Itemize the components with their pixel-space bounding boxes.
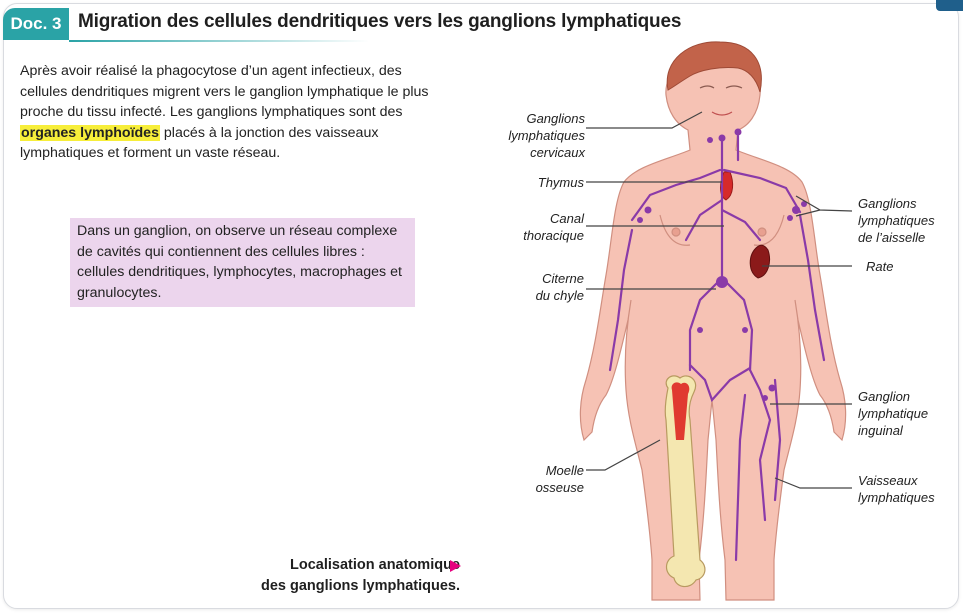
ganglion-info-box: Dans un ganglion, on observe un réseau c…: [70, 218, 415, 307]
chest: [659, 214, 785, 246]
caption-line-1: Localisation anatomique: [290, 557, 460, 573]
body-silhouette: [579, 47, 847, 601]
face: [699, 85, 743, 116]
doc-badge: Doc. 3: [3, 8, 69, 40]
title-underline: [69, 40, 369, 42]
doc-title: Migration des cellules dendritiques vers…: [78, 11, 682, 32]
label-thymus: Thymus: [537, 175, 584, 190]
intro-text-after: placés à la jonction des vaisseaux lymph…: [20, 124, 379, 162]
corner-tab: [936, 0, 963, 11]
label-ganglions-aisselle: Ganglions lymphatiques de l’aisselle: [858, 196, 935, 245]
lymphatic-network: [608, 134, 826, 562]
label-moelle-osseuse: Moelle osseuse: [535, 463, 584, 495]
label-ganglion-inguinal: Ganglion lymphatique inguinal: [858, 389, 929, 438]
femur-bone: [664, 375, 706, 588]
highlighted-term: organes lymphoïdes: [20, 124, 160, 141]
spleen: [749, 244, 771, 279]
label-ganglions-cervicaux: Ganglions lymphatiques cervicaux: [508, 111, 585, 160]
caption-line-2: des ganglions lymphatiques.: [260, 578, 460, 594]
caption-arrow-icon: [450, 560, 461, 572]
leader-lines: [586, 111, 853, 489]
figure-caption: Localisation anatomique des ganglions ly…: [220, 555, 460, 597]
label-rate: Rate: [866, 259, 894, 274]
intro-paragraph: Après avoir réalisé la phagocytose d’un …: [20, 61, 430, 164]
label-vaisseaux-lymphatiques: Vaisseaux lymphatiques: [858, 473, 935, 505]
label-citerne-du-chyle: Citerne du chyle: [535, 271, 584, 303]
hair: [666, 41, 762, 93]
intro-text-before: Après avoir réalisé la phagocytose d’un …: [20, 63, 429, 120]
label-canal-thoracique: Canal thoracique: [523, 211, 584, 243]
lymph-nodes: [637, 128, 807, 401]
